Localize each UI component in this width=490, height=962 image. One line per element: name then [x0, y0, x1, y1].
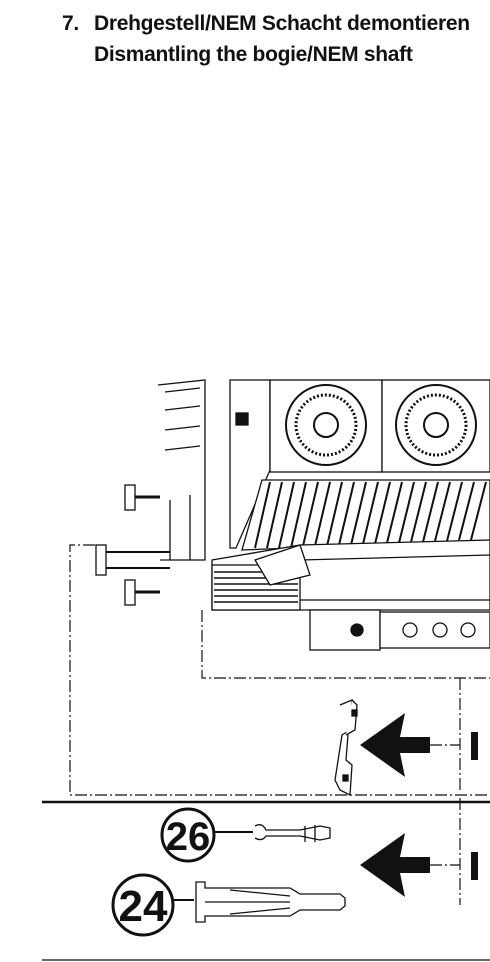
callout-label-24: 24 [119, 882, 168, 931]
removal-arrow-lower [360, 833, 478, 897]
callout-label-26: 26 [166, 815, 211, 859]
coupling-hook-part [212, 824, 331, 842]
bogie-cover-part [334, 698, 358, 797]
guide-lines [69, 544, 490, 905]
step-number: 7. [62, 12, 79, 35]
removal-arrow-upper [360, 713, 478, 777]
locomotive-drawing [95, 379, 490, 651]
callout-circle-26 [160, 807, 216, 863]
callout-circle-24 [111, 873, 175, 937]
step-title-english: Dismantling the bogie/NEM shaft [94, 43, 413, 66]
step-title-german: Drehgestell/NEM Schacht demontieren [94, 12, 470, 35]
nem-shaft-part [172, 881, 346, 923]
